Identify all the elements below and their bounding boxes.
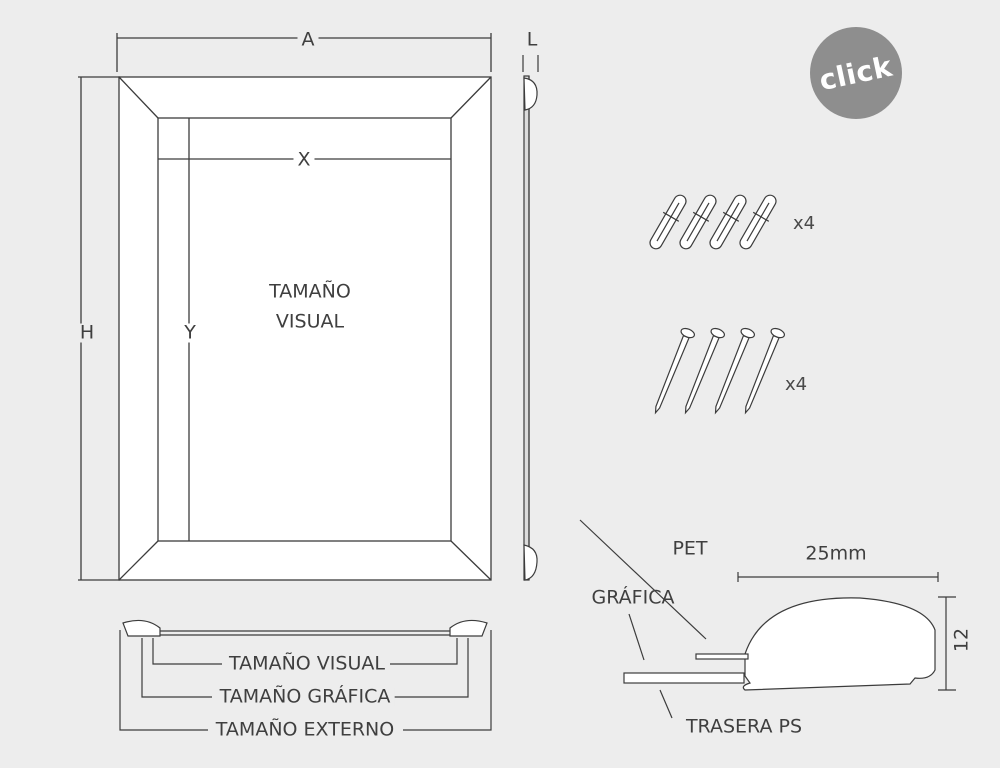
wall-plugs-quantity: x4 (793, 213, 816, 234)
label-12: 12 (950, 627, 973, 653)
wall-plugs-group (649, 194, 777, 250)
dimension-a-label: A (297, 30, 319, 50)
bottom-section-drawing (119, 619, 492, 731)
dimension-x-label: X (293, 150, 315, 170)
label-graphic: GRÁFICA (591, 586, 675, 609)
label-back-ps: TRASERA PS (685, 715, 803, 738)
visual-size-text-line2: VISUAL (275, 310, 345, 333)
click-button[interactable]: click (810, 27, 902, 119)
dimension-l-label: L (526, 28, 538, 51)
label-graphic-size: TAMAÑO GRÁFICA (215, 687, 395, 707)
label-pet: PET (672, 537, 708, 560)
dimension-y-label: Y (180, 323, 200, 343)
click-button-label: click (816, 49, 896, 97)
screws-group (654, 327, 785, 415)
screws-quantity: x4 (785, 374, 808, 395)
label-25mm: 25mm (805, 542, 867, 565)
profile-cross-section (579, 519, 956, 719)
label-visual-size: TAMAÑO VISUAL (225, 654, 389, 674)
label-external-size: TAMAÑO EXTERNO (211, 720, 399, 740)
visual-size-text-line1: TAMAÑO (269, 280, 351, 303)
side-view (522, 55, 539, 581)
dimension-h-label: H (75, 323, 99, 343)
